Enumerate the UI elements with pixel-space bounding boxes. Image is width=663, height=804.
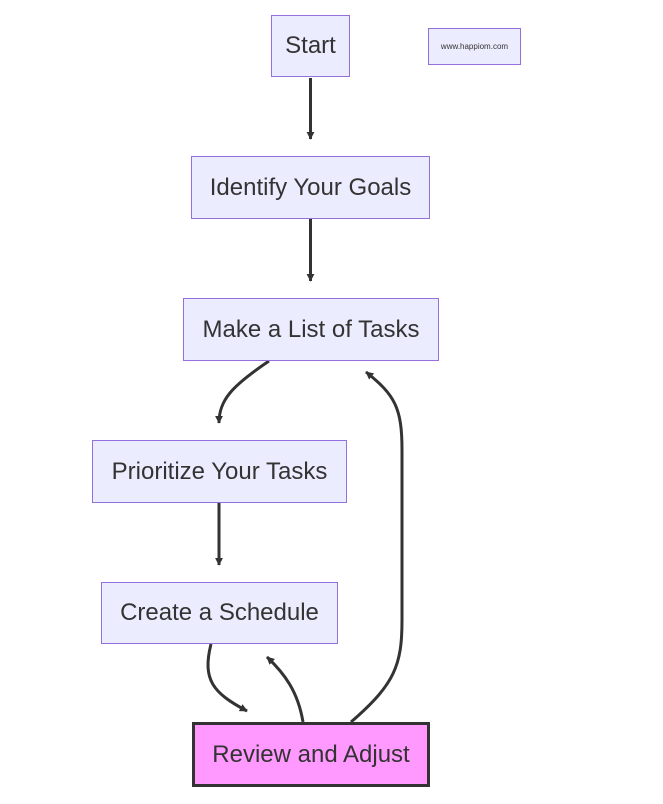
edge-review-to-make-list bbox=[350, 370, 404, 724]
edge-schedule-to-review bbox=[206, 643, 248, 713]
edge-review-to-schedule bbox=[265, 655, 305, 723]
node-prioritize[interactable]: Prioritize Your Tasks bbox=[92, 440, 347, 503]
node-review[interactable]: Review and Adjust bbox=[192, 722, 430, 787]
node-start[interactable]: Start bbox=[271, 15, 350, 77]
watermark-box: www.happiom.com bbox=[428, 28, 521, 65]
node-schedule[interactable]: Create a Schedule bbox=[101, 582, 338, 644]
edge-make-list-to-prioritize bbox=[215, 359, 270, 424]
node-make-list[interactable]: Make a List of Tasks bbox=[183, 298, 439, 361]
node-identify-goals[interactable]: Identify Your Goals bbox=[191, 156, 430, 219]
